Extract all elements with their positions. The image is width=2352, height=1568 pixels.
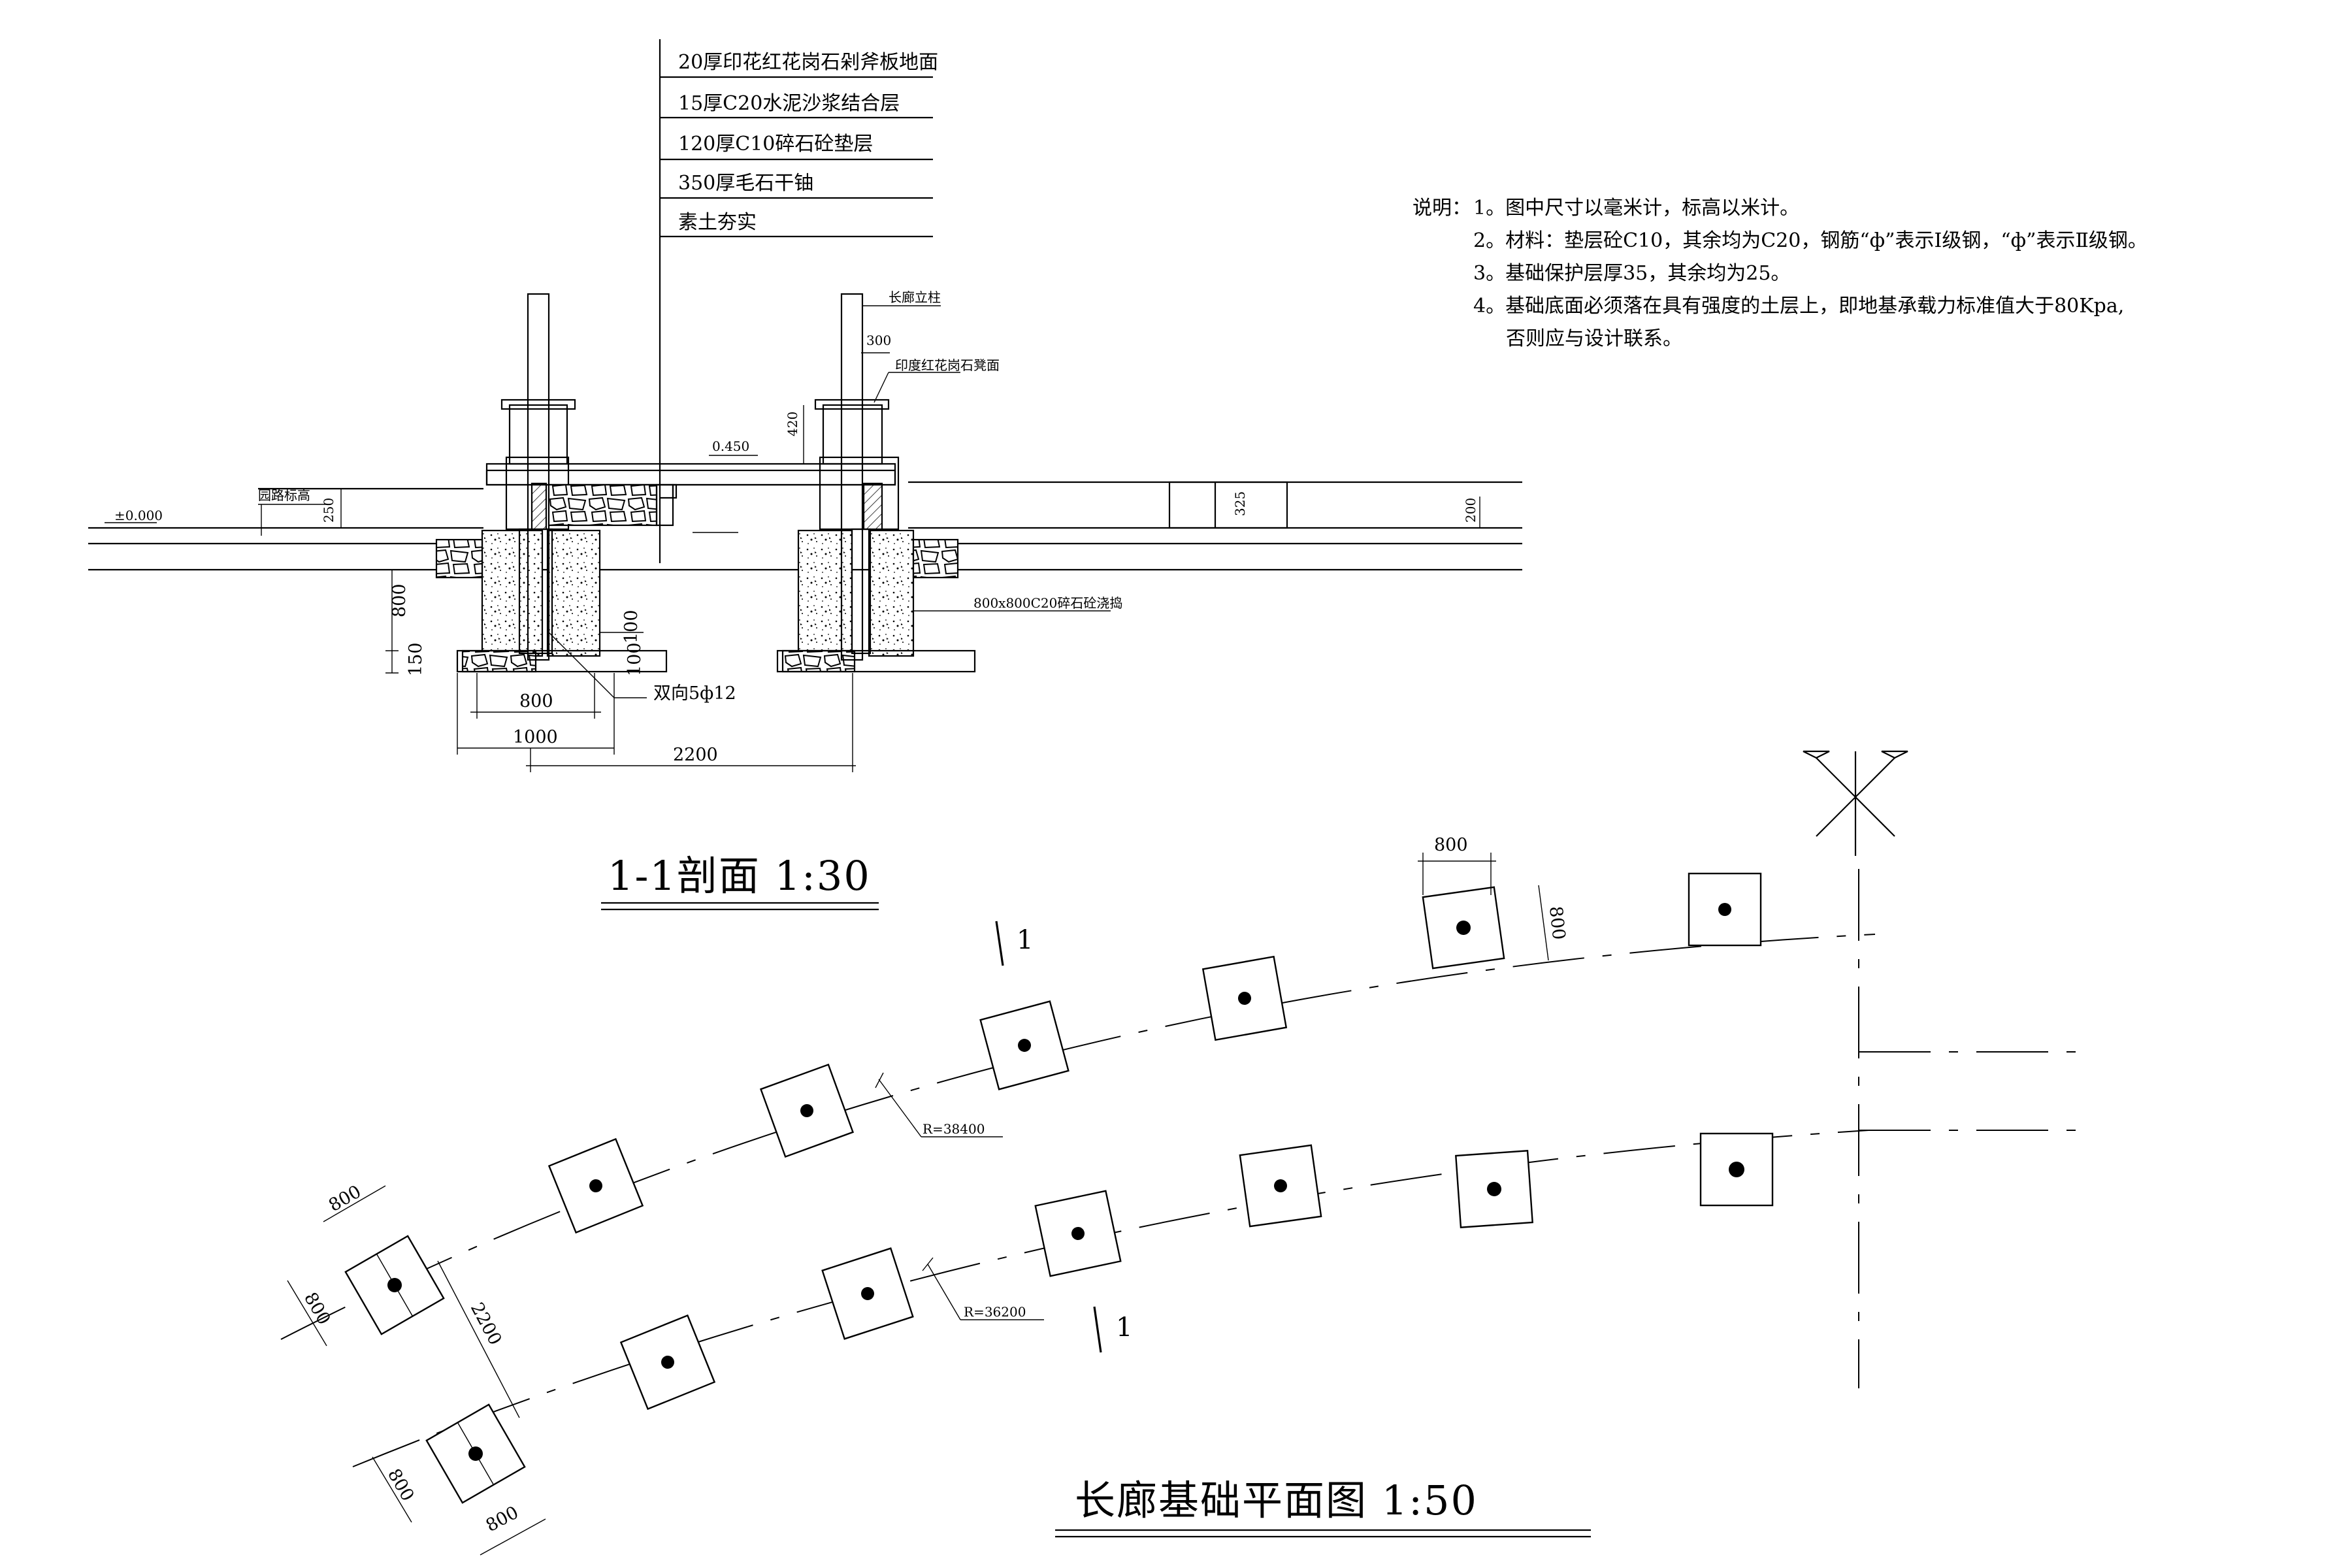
rebar-label: 双向5ф12 xyxy=(653,683,736,704)
right-footing xyxy=(776,293,976,673)
plan-title-text: 长廊基础平面图 1:50 xyxy=(1075,1477,1478,1524)
notes-heading: 说明： xyxy=(1413,197,1471,220)
dim-100-b: 100 xyxy=(625,642,645,676)
north-arrow-icon xyxy=(1803,750,1908,856)
dim-150: 150 xyxy=(406,642,426,676)
note-4: 4。基础底面必须落在具有强度的土层上，即地基承载力标准值大于80Kpa, xyxy=(1473,295,2124,318)
note-5: 否则应与设计联系。 xyxy=(1506,327,1682,350)
dim-325: 325 xyxy=(1232,491,1248,516)
outer-row-pads xyxy=(344,872,1762,1335)
layer-1-text: 20厚印花红花岗石剁斧板地面 xyxy=(678,51,938,74)
level-label: 0.450 xyxy=(712,438,749,454)
section-title-text: 1-1剖面 1:30 xyxy=(608,852,871,900)
note-2: 2。材料：垫层砼C10，其余均为C20，钢筋“ф”表示Ⅰ级钢，“ф”表示Ⅱ级钢。 xyxy=(1473,229,2148,252)
notes: 说明： 1。图中尺寸以毫米计，标高以米计。 2。材料：垫层砼C10，其余均为C2… xyxy=(1413,197,2148,350)
plan-title: 长廊基础平面图 1:50 xyxy=(1055,1477,1591,1538)
seat-label: 印度红花岗石凳面 xyxy=(895,357,1000,373)
dim-800: 800 xyxy=(519,691,553,711)
layer-callout: 20厚印花红花岗石剁斧板地面 15厚C20水泥沙浆结合层 120厚C10碎石砼垫… xyxy=(659,39,938,563)
section-title: 1-1剖面 1:30 xyxy=(601,852,879,911)
radius-callouts: R=38400 R=36200 xyxy=(875,1072,1044,1320)
dim-bottom-width: 800 xyxy=(483,1503,522,1537)
layer-3-text: 120厚C10碎石砼垫层 xyxy=(678,133,873,155)
dim-250: 250 xyxy=(321,498,336,523)
dim-left-width: 800 xyxy=(325,1181,365,1216)
plan-view: R=38400 R=36200 1 1 800 800 800 80 xyxy=(280,750,2091,1556)
dim-200: 200 xyxy=(1463,498,1478,523)
section-mark-bottom: 1 xyxy=(1116,1313,1132,1343)
ground-lines: ±0.000 园路标高 xyxy=(88,481,1522,571)
dim-span: 2200 xyxy=(466,1299,506,1348)
dim-420: 420 xyxy=(785,412,800,436)
radius-inner: R=36200 xyxy=(964,1304,1026,1320)
dim-1000: 1000 xyxy=(513,727,558,747)
dim-bottom-height: 800 xyxy=(384,1465,418,1505)
dim-top-height: 800 xyxy=(1545,905,1569,941)
dim-left-height: 800 xyxy=(300,1289,335,1328)
dim-100-a: 100 xyxy=(621,610,642,644)
radius-outer: R=38400 xyxy=(923,1121,985,1137)
section-dimensions: 800 150 100 100 双向5ф12 800 1000 2200 xyxy=(385,569,856,772)
note-3: 3。基础保护层厚35，其余均为25。 xyxy=(1473,262,1790,285)
layer-5-text: 素土夯实 xyxy=(678,211,757,234)
bench-slab: 0.450 xyxy=(485,438,896,533)
inner-row-pads xyxy=(425,1132,1774,1504)
dim-300: 300 xyxy=(866,333,891,348)
dim-2200: 2200 xyxy=(673,745,718,765)
section-mark-top: 1 xyxy=(1017,925,1033,955)
column-label: 长廊立柱 xyxy=(889,289,941,305)
footing-label: 800x800C20碎石砼浇捣 xyxy=(973,595,1122,611)
road-label: 园路标高 xyxy=(258,487,310,503)
dim-800-vertical: 800 xyxy=(389,583,410,617)
section-annotations: 长廊立柱 印度红花岗石凳面 300 420 800x800C20碎石砼浇捣 25… xyxy=(321,289,1480,612)
section-cut-marks: 1 1 xyxy=(995,921,1132,1353)
left-footing xyxy=(435,293,668,673)
dim-top-width: 800 xyxy=(1434,835,1468,855)
section-1-1: 20厚印花红花岗石剁斧板地面 15厚C20水泥沙浆结合层 120厚C10碎石砼垫… xyxy=(88,39,1522,911)
note-1: 1。图中尺寸以毫米计，标高以米计。 xyxy=(1473,197,1799,220)
layer-2-text: 15厚C20水泥沙浆结合层 xyxy=(678,92,900,115)
layer-4-text: 350厚毛石干铀 xyxy=(678,172,813,195)
datum-label: ±0.000 xyxy=(114,508,163,523)
